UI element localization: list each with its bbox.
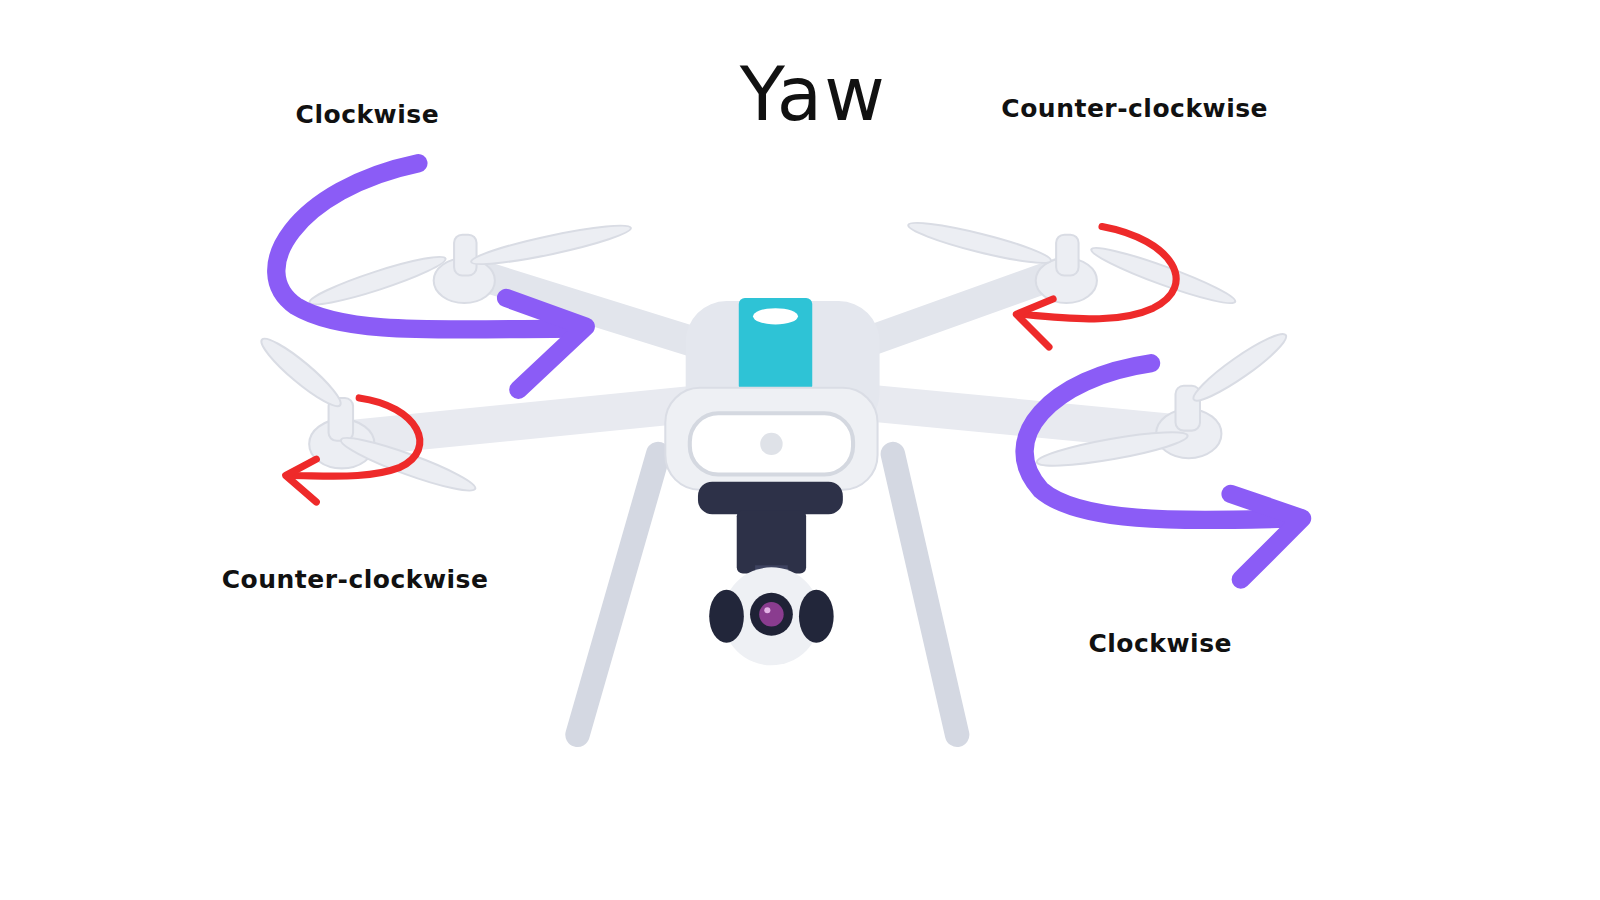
rotation-arrows: [276, 163, 1302, 579]
diagram-title: Yaw: [740, 51, 887, 137]
rotation-label: Counter-clockwise: [222, 564, 489, 593]
rotation-label: Counter-clockwise: [1001, 94, 1268, 123]
rotation-label: Clockwise: [1088, 628, 1232, 657]
drone: [255, 216, 1291, 735]
rotation-label: Clockwise: [296, 100, 440, 129]
